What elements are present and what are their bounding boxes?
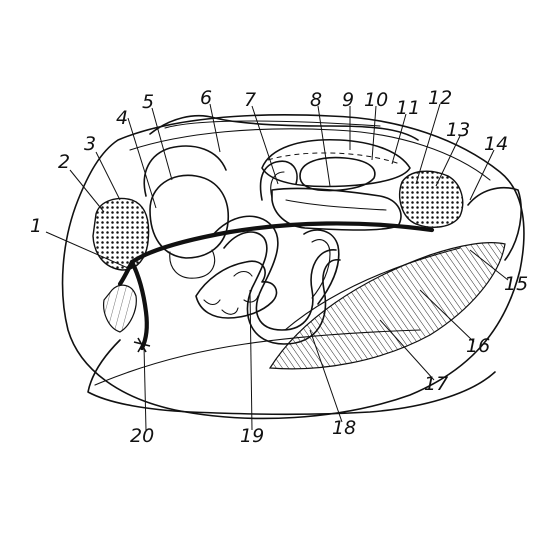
label-19: 19 [240,425,264,447]
siphon-shape [467,186,522,261]
intestine-loop-inner [270,171,285,199]
pericardium-dashed [267,152,401,165]
kidney-inner [285,199,387,211]
label-20: 20 [130,425,154,447]
gonad-duct-inner [311,239,331,299]
cerebral-ganglion-link [117,259,135,287]
stomach-lobe [169,249,216,279]
gill [268,242,506,370]
label-5: 5 [142,91,154,113]
heart-ventricle [299,156,376,192]
pericardium [261,138,411,188]
anterior-adductor-muscle [92,197,150,271]
label-9: 9 [342,89,354,111]
visceral-nerve [129,221,435,265]
leader-lines [45,103,509,431]
hinge-line [164,120,381,129]
gonad [195,260,278,319]
intestine-loop-upper [259,160,298,201]
gonad-lobes [203,270,259,315]
posterior-adductor-muscle [398,170,464,228]
label-4: 4 [116,107,128,129]
label-13: 13 [446,119,470,141]
label-16: 16 [466,335,490,357]
label-11: 11 [396,97,420,119]
gonad-duct [303,229,340,305]
stomach [149,174,230,259]
label-8: 8 [310,89,322,111]
label-6: 6 [200,87,212,109]
gill-upper-border [284,247,461,331]
label-10: 10 [364,89,388,111]
label-12: 12 [428,87,452,109]
hinge-ligament [149,114,419,141]
label-2: 2 [58,151,70,173]
label-14: 14 [484,133,508,155]
foot [87,339,496,416]
intestine-inner [223,231,341,345]
pedal-ganglion [133,337,151,353]
shell-outline [61,114,525,420]
label-1: 1 [30,215,42,237]
label-15: 15 [504,273,528,295]
label-3: 3 [84,133,96,155]
label-7: 7 [244,89,256,111]
label-18: 18 [332,417,356,439]
intestine [211,215,337,331]
labial-palp [103,284,137,333]
label-17: 17 [424,373,448,395]
shell-inner-edge [129,128,491,181]
digestive-gland [143,145,227,197]
